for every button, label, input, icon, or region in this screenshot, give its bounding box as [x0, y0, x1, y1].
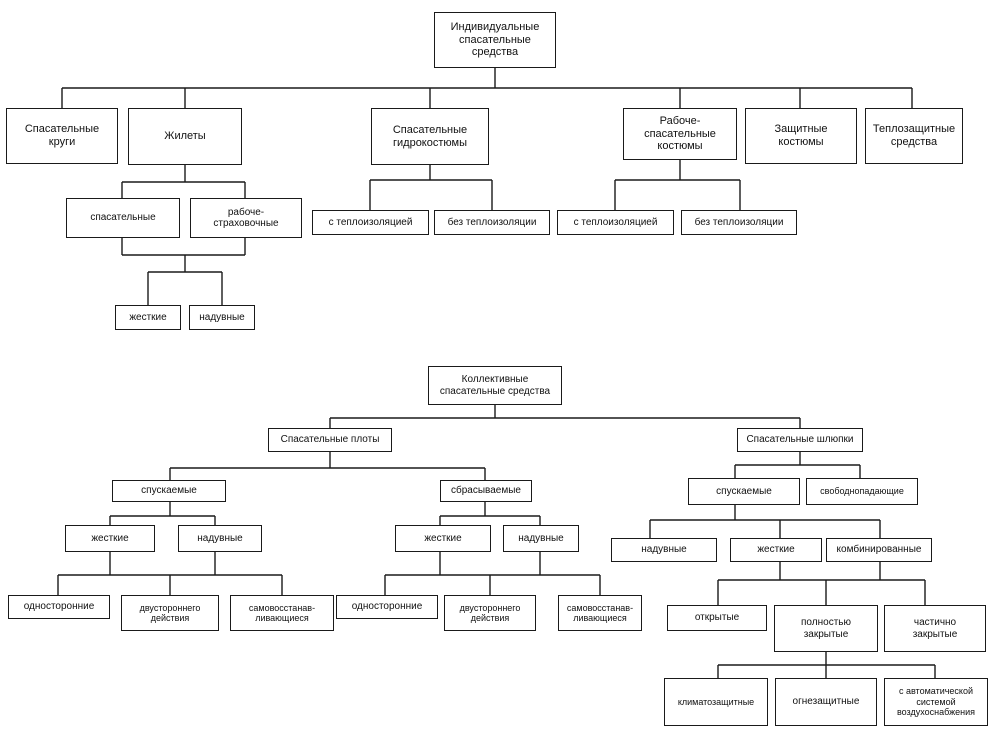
node-auto-air-supply: с автоматической системой воздухоснабжен…	[884, 678, 988, 726]
node-thrown-double-sided: двустороннего действия	[444, 595, 536, 631]
node-suits-uninsulated: без теплоизоляции	[681, 210, 797, 235]
node-hydro-suits: Спасательные гидрокостюмы	[371, 108, 489, 165]
node-collective-rescue-means: Коллективные спасательные средства	[428, 366, 562, 405]
node-boats-partially-enclosed: частично закрытые	[884, 605, 986, 652]
node-hydro-uninsulated: без теплоизоляции	[434, 210, 550, 235]
node-rafts-thrown: сбрасываемые	[440, 480, 532, 502]
node-launched-double-sided: двустороннего действия	[121, 595, 219, 631]
node-boats-fully-enclosed: полностью закрытые	[774, 605, 878, 652]
node-individual-rescue-means: Индивидуальные спасательные средства	[434, 12, 556, 68]
node-launched-one-sided: односторонние	[8, 595, 110, 619]
node-boats-launched: спускаемые	[688, 478, 800, 505]
node-protective-suits: Защитные костюмы	[745, 108, 857, 164]
node-vests-rescue: спасательные	[66, 198, 180, 238]
node-vests-inflatable: надувные	[189, 305, 255, 330]
node-climate-protected: климатозащитные	[664, 678, 768, 726]
node-hydro-insulated: с теплоизоляцией	[312, 210, 429, 235]
node-launched-rafts-inflatable: надувные	[178, 525, 262, 552]
node-fire-protected: огнезащитные	[775, 678, 877, 726]
node-work-rescue-suits: Рабоче- спасательные костюмы	[623, 108, 737, 160]
node-rafts-launched: спускаемые	[112, 480, 226, 502]
node-thermal-protection-means: Теплозащитные средства	[865, 108, 963, 164]
node-thrown-rafts-inflatable: надувные	[503, 525, 579, 552]
node-launched-rafts-rigid: жесткие	[65, 525, 155, 552]
node-launched-self-righting: самовосстанав- ливающиеся	[230, 595, 334, 631]
node-boats-rigid: жесткие	[730, 538, 822, 562]
node-thrown-one-sided: односторонние	[336, 595, 438, 619]
node-suits-insulated: с теплоизоляцией	[557, 210, 674, 235]
node-boats-inflatable: надувные	[611, 538, 717, 562]
node-boats-open: открытые	[667, 605, 767, 631]
node-vests-work-safety: рабоче- страховочные	[190, 198, 302, 238]
node-vests: Жилеты	[128, 108, 242, 165]
node-vests-rigid: жесткие	[115, 305, 181, 330]
node-boats-combined: комбинированные	[826, 538, 932, 562]
node-boats-freefall: свободнопадающие	[806, 478, 918, 505]
node-rescue-rafts: Спасательные плоты	[268, 428, 392, 452]
node-thrown-rafts-rigid: жесткие	[395, 525, 491, 552]
node-thrown-self-righting: самовосстанав- ливающиеся	[558, 595, 642, 631]
node-rescue-boats: Спасательные шлюпки	[737, 428, 863, 452]
node-rescue-circles: Спасательные круги	[6, 108, 118, 164]
